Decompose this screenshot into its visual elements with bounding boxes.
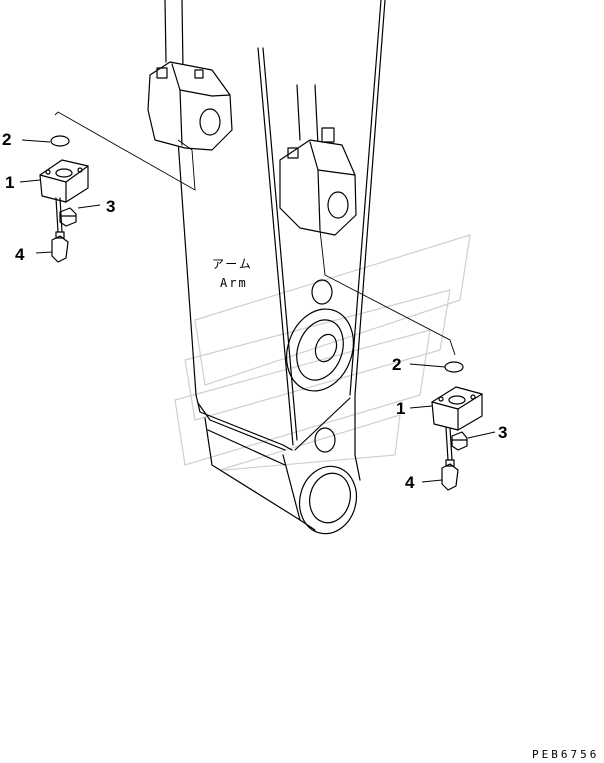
bolt-4-right	[441, 427, 459, 491]
parts-group-left	[19, 135, 101, 263]
hose-block-top-left	[147, 61, 233, 151]
callout-1-left: 1	[5, 173, 14, 192]
split-flange-1-left	[39, 159, 89, 203]
drawing-code: PEB6756	[532, 748, 599, 761]
o-ring-2-left	[50, 135, 70, 147]
arm-label-jp: アーム	[212, 257, 253, 271]
callout-4-right: 4	[405, 473, 415, 492]
callout-2-right: 2	[392, 355, 401, 374]
callout-4-left: 4	[15, 245, 25, 264]
callout-2-left: 2	[2, 130, 11, 149]
callout-1-right: 1	[396, 399, 405, 418]
arm-body	[164, 0, 386, 531]
parts-group-right	[409, 361, 496, 491]
pin-boss-upper	[286, 279, 354, 453]
arm-label-en: Arm	[220, 276, 248, 290]
callout-3-left: 3	[106, 197, 115, 216]
bolt-4-left	[51, 197, 69, 263]
split-flange-1-right	[431, 386, 483, 431]
pin-boss-lower	[298, 465, 358, 535]
washer-3-right	[451, 431, 468, 451]
washer-3-left	[59, 207, 77, 227]
callout-3-right: 3	[498, 423, 507, 442]
o-ring-2-right	[444, 361, 464, 373]
leader-lines	[54, 111, 456, 356]
hose-block-right	[279, 84, 357, 236]
